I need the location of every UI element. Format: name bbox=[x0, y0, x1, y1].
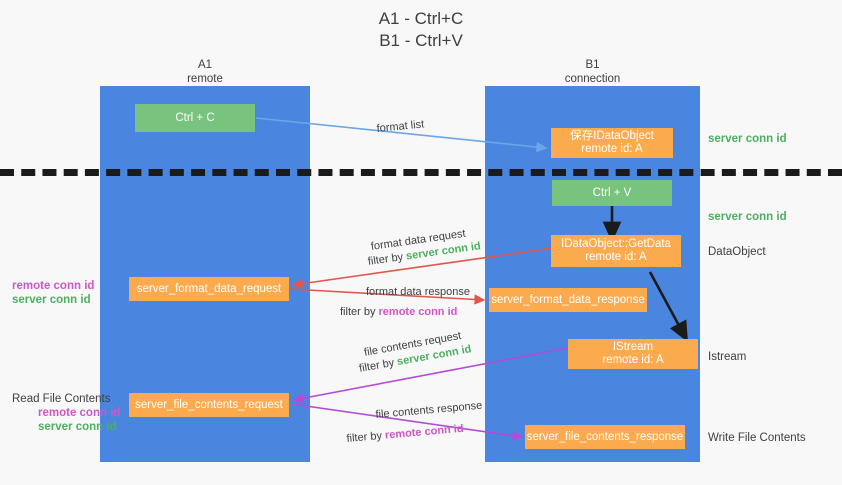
caption-filter-prefix-fdres: filter by bbox=[340, 306, 379, 318]
caption-filter-prefix-fdreq: filter by bbox=[367, 250, 407, 268]
box-server-format-data-response[interactable]: server_format_data_response bbox=[489, 288, 647, 312]
label-server-conn-id-top: server conn id bbox=[708, 133, 787, 145]
box-istream[interactable]: IStream remote id: A bbox=[568, 339, 698, 369]
label-istream: Istream bbox=[708, 351, 747, 363]
caption-format-data-response: format data response bbox=[366, 286, 470, 298]
box-server-file-contents-response[interactable]: server_file_contents_response bbox=[525, 425, 685, 449]
caption-filter-value-fcres: remote conn id bbox=[384, 422, 465, 442]
box-server-format-data-request[interactable]: server_format_data_request bbox=[129, 277, 289, 301]
label-server-conn-id-file: server conn id bbox=[38, 421, 117, 433]
phase-divider-dashed-line bbox=[0, 169, 842, 176]
box-save-idataobject[interactable]: 保存IDataObject remote id: A bbox=[551, 128, 673, 158]
left-conn-ids-format: remote conn id server conn id bbox=[12, 279, 94, 307]
box-ctrl-c[interactable]: Ctrl + C bbox=[135, 104, 255, 132]
left-read-file-contents-group: Read File Contents remote conn id server… bbox=[12, 392, 120, 434]
diagram-title: A1 - Ctrl+C B1 - Ctrl+V bbox=[378, 9, 464, 50]
caption-file-contents-response: file contents response bbox=[375, 399, 483, 421]
box-idataobject-getdata[interactable]: IDataObject::GetData remote id: A bbox=[551, 235, 681, 267]
box-ctrl-v[interactable]: Ctrl + V bbox=[552, 180, 672, 206]
lane-header-a1: A1 remote bbox=[187, 59, 223, 85]
caption-format-list: format list bbox=[376, 118, 425, 135]
label-remote-conn-id-format: remote conn id bbox=[12, 280, 95, 292]
caption-filter-prefix-fcres: filter by bbox=[346, 429, 386, 445]
lane-header-b1: B1 connection bbox=[564, 59, 621, 85]
label-remote-conn-id-file: remote conn id bbox=[38, 407, 121, 419]
label-server-conn-id-format: server conn id bbox=[12, 294, 91, 306]
caption-file-contents-response-filter: filter by remote conn id bbox=[346, 422, 464, 446]
box-server-file-contents-request[interactable]: server_file_contents_request bbox=[129, 393, 289, 417]
label-write-file-contents: Write File Contents bbox=[708, 432, 806, 444]
label-dataobject: DataObject bbox=[708, 246, 766, 258]
caption-format-data-response-filter: filter by remote conn id bbox=[340, 305, 457, 319]
caption-filter-value-fdres: remote conn id bbox=[378, 306, 458, 318]
label-server-conn-id-mid: server conn id bbox=[708, 211, 787, 223]
label-read-file-contents: Read File Contents bbox=[12, 393, 111, 405]
caption-filter-prefix-fcreq: filter by bbox=[358, 356, 399, 375]
